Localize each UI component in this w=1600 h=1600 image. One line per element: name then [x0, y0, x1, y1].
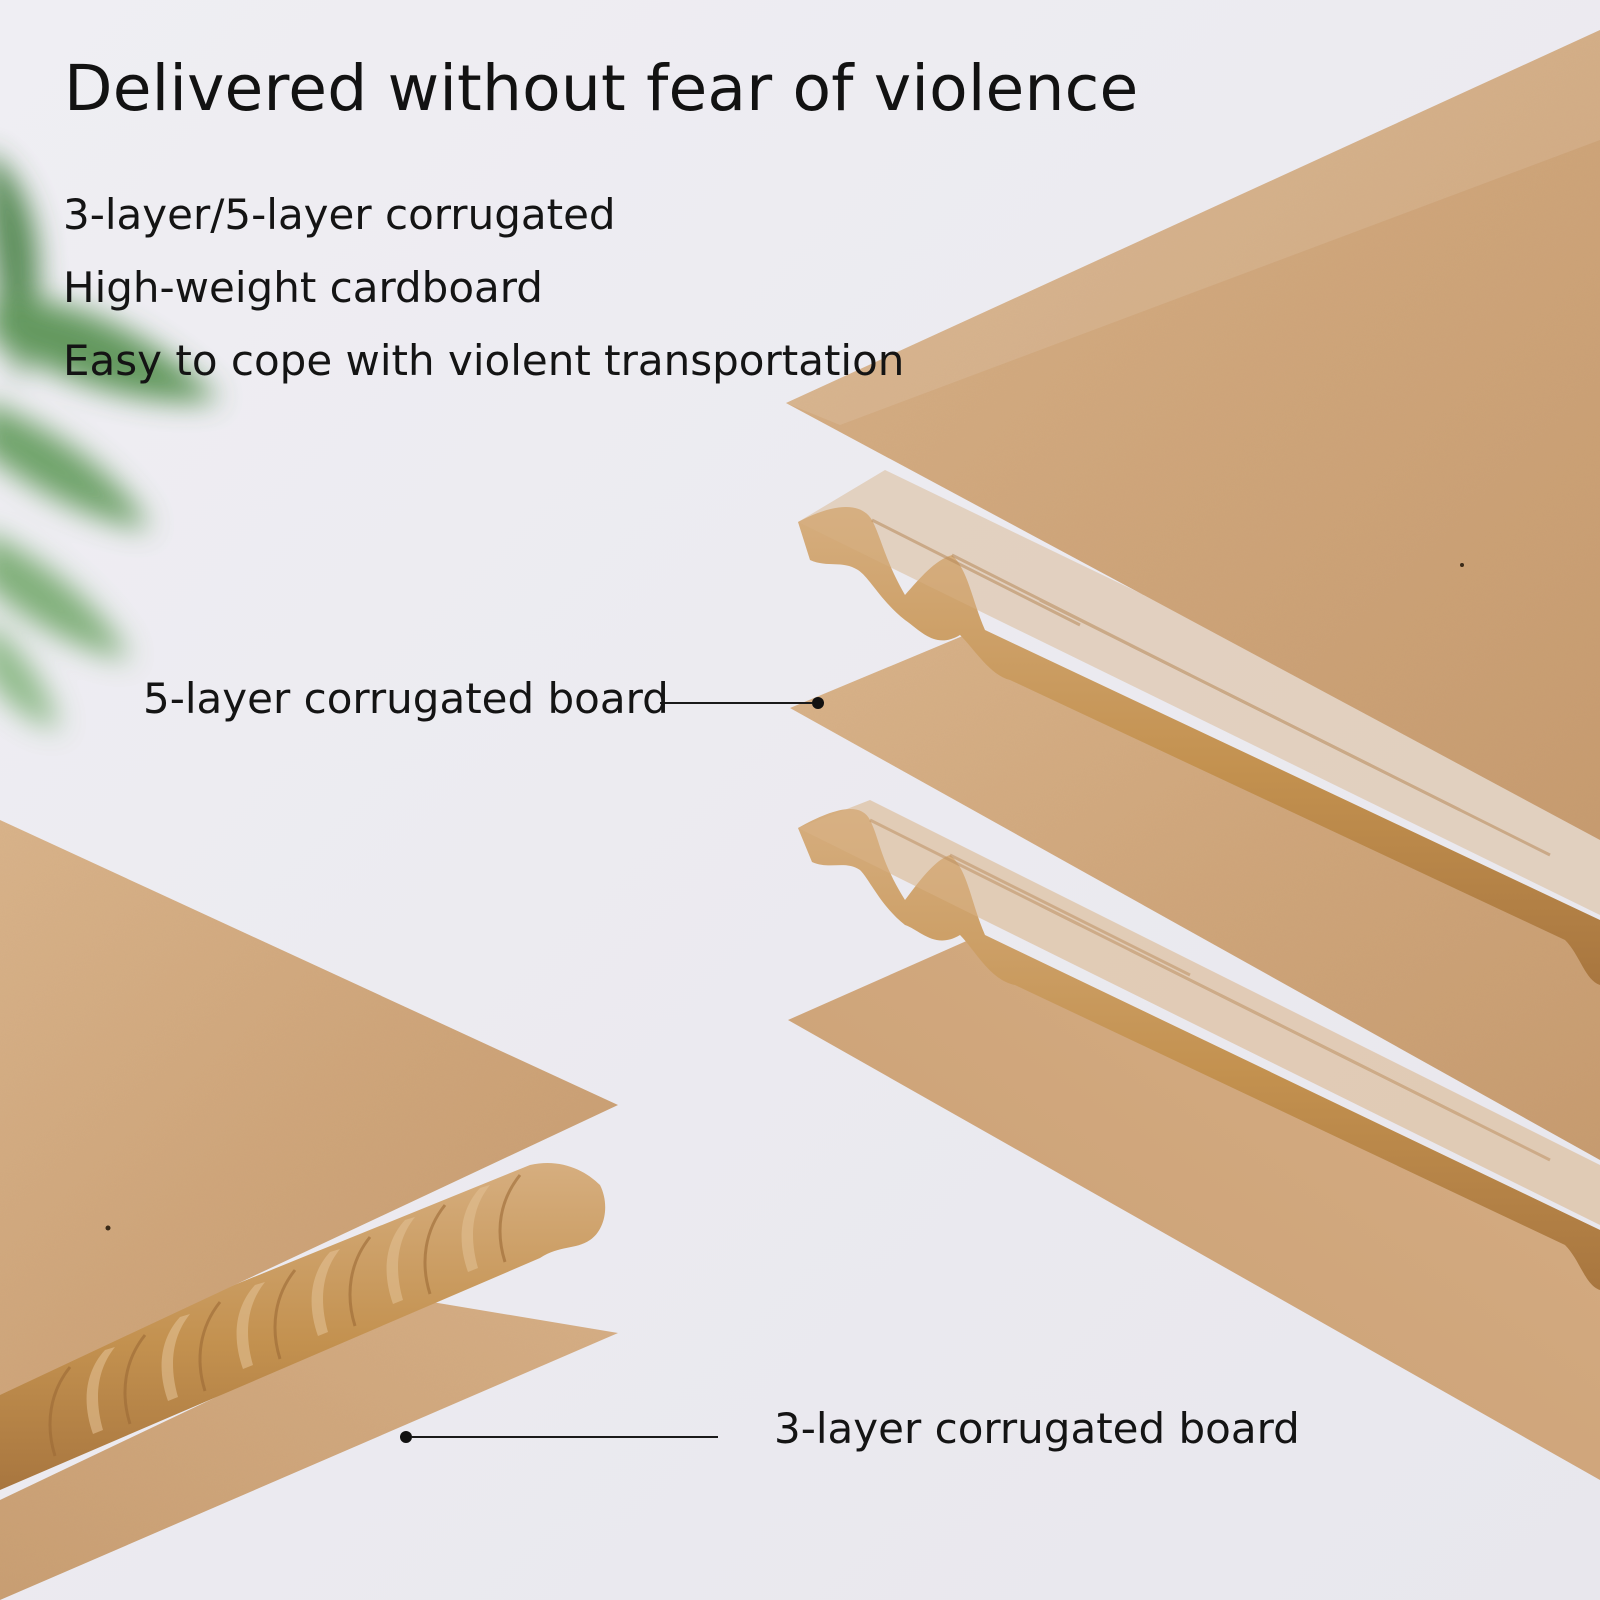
- callout-five-layer-leader: [660, 697, 824, 709]
- five-layer-board: [786, 30, 1600, 1480]
- five-layer-bottom-liner: [788, 935, 1600, 1480]
- three-layer-flute: [0, 1162, 606, 1490]
- plant-leaves-icon: [0, 162, 220, 730]
- five-layer-upper-flute: [798, 507, 1600, 985]
- callout-three-layer-dot: [400, 1431, 412, 1443]
- callout-three-layer-leader: [400, 1431, 718, 1443]
- three-layer-board: [0, 820, 618, 1600]
- five-layer-lower-flute: [798, 808, 1600, 1290]
- callout-five-layer-dot: [812, 697, 824, 709]
- upper-flute-ridges: [871, 518, 1551, 857]
- three-layer-flute-ridges: [48, 1174, 522, 1457]
